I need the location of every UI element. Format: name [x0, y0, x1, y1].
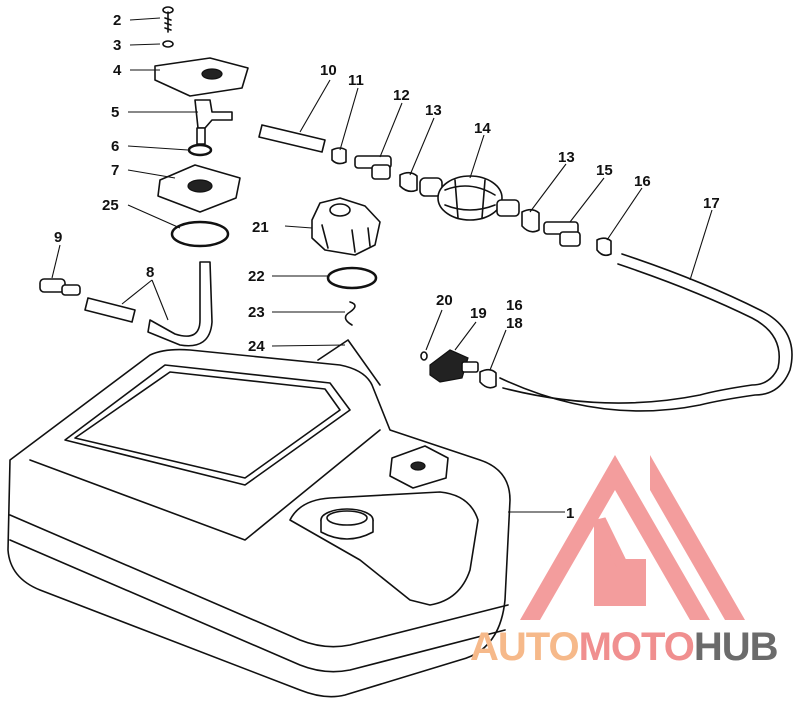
leader-lines: [51, 17, 713, 513]
label-11: 11: [348, 72, 364, 89]
fuel-tank: [7, 348, 511, 698]
label-18: 18: [506, 315, 523, 332]
label-16b: 16: [506, 297, 523, 314]
watermark-part-moto: MOTO: [579, 625, 694, 669]
fuel-hose-long: [499, 253, 793, 412]
watermark-text: AUTOMOTOHUB: [470, 625, 778, 669]
watermark-logo: [520, 455, 745, 620]
cap-seal: [326, 266, 378, 290]
clamp-13b: [521, 208, 540, 233]
clamp-16: [596, 237, 612, 257]
label-4: 4: [113, 62, 122, 79]
clamp-18: [479, 368, 497, 389]
label-24: 24: [248, 338, 265, 355]
label-7: 7: [111, 162, 119, 179]
part-labels: 2 3 4 5 6 7 25 9 8 10 11 12 13 14 13 15 …: [54, 12, 720, 522]
washer: [162, 40, 174, 48]
label-19: 19: [470, 305, 487, 322]
o-ring-20: [420, 351, 428, 361]
label-2: 2: [113, 12, 121, 29]
label-15: 15: [596, 162, 613, 179]
hose-short: [258, 124, 326, 153]
screw: [162, 6, 174, 33]
adapter: [39, 278, 81, 296]
connector-12: [354, 155, 392, 180]
label-8: 8: [146, 264, 154, 281]
label-9: 9: [54, 229, 62, 246]
o-ring-small: [187, 143, 213, 157]
label-20: 20: [436, 292, 453, 309]
label-22: 22: [248, 268, 265, 285]
clamp-13a: [399, 171, 418, 193]
clip: [344, 301, 356, 326]
watermark-part-hub: HUB: [694, 625, 778, 669]
label-13a: 13: [425, 102, 442, 119]
label-25: 25: [102, 197, 119, 214]
primer-bulb: [419, 175, 520, 221]
label-1: 1: [566, 505, 574, 522]
label-12: 12: [393, 87, 410, 104]
spring-wire: [317, 339, 381, 386]
filler-cap: [311, 197, 381, 256]
label-5: 5: [111, 104, 119, 121]
label-17: 17: [703, 195, 720, 212]
watermark-part-auto: AUTO: [470, 625, 579, 669]
label-6: 6: [111, 138, 119, 155]
label-21: 21: [252, 219, 269, 236]
elbow-fitting: [194, 99, 233, 145]
label-23: 23: [248, 304, 265, 321]
gasket: [170, 220, 230, 248]
connector-15: [543, 221, 581, 247]
clamp-11: [331, 147, 347, 165]
cover-plate: [154, 57, 249, 97]
connector-19: [429, 349, 479, 383]
label-3: 3: [113, 37, 121, 54]
base-plate: [157, 164, 241, 213]
label-16a: 16: [634, 173, 651, 190]
label-10: 10: [320, 62, 337, 79]
hose-pieces: [84, 261, 213, 347]
label-14: 14: [474, 120, 491, 137]
label-13b: 13: [558, 149, 575, 166]
